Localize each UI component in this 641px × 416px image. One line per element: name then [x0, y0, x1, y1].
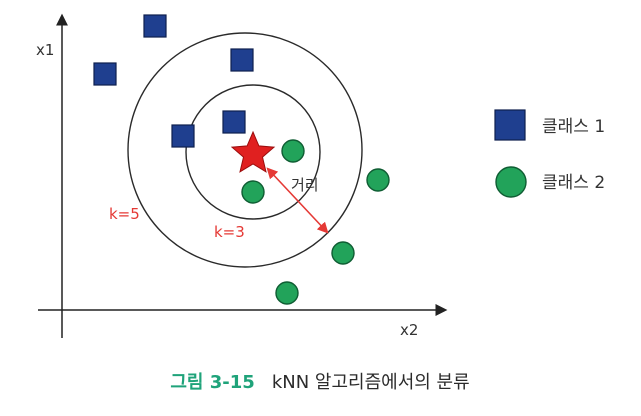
class2-point — [241, 180, 265, 204]
class1-point — [222, 110, 246, 134]
query-point-star-icon — [230, 130, 276, 173]
class1-point — [93, 62, 117, 86]
legend: 클래스 1 클래스 2 — [494, 109, 605, 198]
legend-square-icon — [494, 109, 526, 141]
class2-point — [281, 139, 305, 163]
figure-caption: 그림 3-15 kNN 알고리즘에서의 분류 — [170, 372, 469, 393]
class2-point — [275, 281, 299, 305]
legend-label-class2: 클래스 2 — [542, 173, 605, 193]
class2-point — [366, 168, 390, 192]
class1-point — [230, 48, 254, 72]
outer-ring-label: k=5 — [109, 205, 140, 223]
outer-neighborhood-ring — [127, 32, 363, 268]
class2-point — [331, 241, 355, 265]
caption-number: 그림 3-15 — [170, 372, 254, 393]
y-axis-label: x1 — [36, 41, 54, 59]
x-axis-label: x2 — [400, 321, 418, 339]
legend-circle-icon — [495, 166, 527, 198]
inner-neighborhood-ring — [185, 84, 321, 220]
class1-point — [171, 124, 195, 148]
distance-label: 거리 — [291, 176, 319, 194]
caption-text: kNN 알고리즘에서의 분류 — [272, 372, 470, 393]
inner-ring-label: k=3 — [214, 223, 245, 241]
distance-arrow — [266, 167, 329, 234]
class1-point — [143, 14, 167, 38]
legend-label-class1: 클래스 1 — [542, 117, 605, 137]
